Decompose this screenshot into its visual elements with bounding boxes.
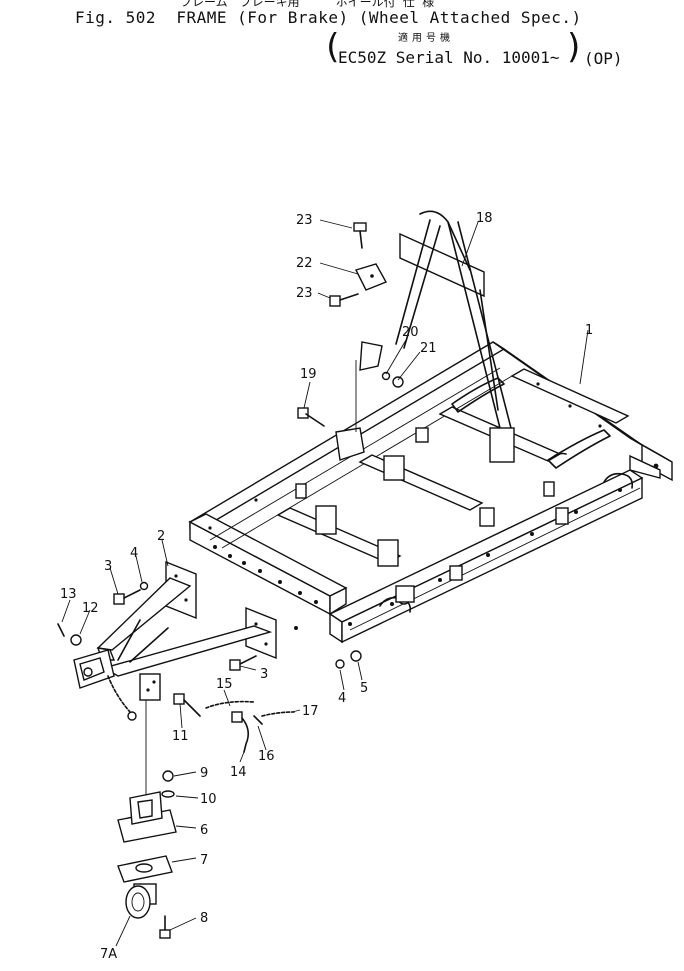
callout-15: 15 [216,677,233,692]
bolt-23-lower [329,293,359,307]
tow-bar [73,560,277,721]
callout-20: 20 [402,325,419,340]
callout-22: 22 [296,256,313,271]
washer-4-lower [335,659,345,669]
callout-3-upper: 3 [104,559,112,574]
callout-7a: 7A [100,947,117,962]
main-frame [188,341,673,644]
callout-5: 5 [360,681,368,696]
callout-14: 14 [230,765,247,780]
washer-10 [161,790,175,798]
nut-9 [162,770,174,782]
caster-wheel-7a [125,883,157,919]
callout-6: 6 [200,823,208,838]
serial-range: EC50Z Serial No. 10001~ [338,48,560,67]
header-japanese-applicable: 適用号機 [398,33,454,44]
callout-23-upper: 23 [296,213,313,228]
paren-left: ( [322,27,343,67]
callout-2: 2 [157,529,165,544]
chain-17 [261,711,295,717]
paren-right: ) [564,27,585,67]
nut-12 [70,634,82,646]
callout-8: 8 [200,911,208,926]
nut-5 [350,650,362,662]
bracket-22 [355,263,387,291]
callout-21: 21 [420,341,437,356]
callout-7: 7 [200,853,208,868]
bolt-19 [297,407,325,427]
nut-21 [392,376,404,388]
bolt-3-lower [229,655,257,671]
bolt-8 [159,915,171,939]
option-label: (OP) [584,49,623,68]
callout-10: 10 [200,792,217,807]
callout-9: 9 [200,766,208,781]
callout-3-lower: 3 [260,667,268,682]
pin-14 [231,711,250,753]
callout-13: 13 [60,587,77,602]
washer-20 [381,371,391,381]
chain-15 [205,700,255,709]
mount-bracket-6 [117,791,177,843]
callout-4-lower: 4 [338,691,346,706]
header-japanese-line: フレーム ブレーキ用 ホイール付 仕 様 [180,0,435,9]
callout-16: 16 [258,749,275,764]
callout-23-lower: 23 [296,286,313,301]
callout-12: 12 [82,601,99,616]
callout-11: 11 [172,729,189,744]
stand-frame [335,210,515,463]
callout-17: 17 [302,704,319,719]
callout-18: 18 [476,211,493,226]
bolt-11 [173,693,201,717]
callout-4-upper: 4 [130,546,138,561]
pin-16 [253,715,263,725]
callout-19: 19 [300,367,317,382]
washer-4-upper [139,581,149,591]
bolt-3-upper [113,589,141,605]
plate-7 [117,855,173,883]
figure-title: Fig. 502 FRAME (For Brake) (Wheel Attach… [75,8,582,27]
bolt-23-upper [353,222,367,249]
pin-13 [57,623,65,637]
callout-1: 1 [585,323,593,338]
